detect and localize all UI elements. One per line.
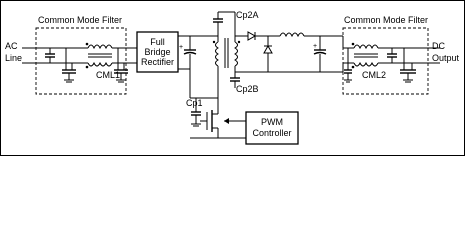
- pwm-label-2: Controller: [252, 128, 291, 138]
- bulk-capacitor-plus: +: [179, 44, 183, 51]
- cp2b-label: Cp2B: [236, 84, 259, 94]
- cp2b-capacitor: Cp2B: [230, 72, 259, 94]
- left-filter-boundary: [35, 27, 127, 95]
- ac-line-label-2: Line: [5, 53, 22, 63]
- cml2-choke: [351, 42, 379, 69]
- rectifier-label-3: Rectifier: [141, 57, 174, 67]
- bulk-capacitor: +: [179, 36, 197, 69]
- dc-output-label-1: DC: [432, 41, 445, 51]
- right-filter-title: Common Mode Filter: [344, 15, 428, 25]
- left-y-capacitors: [62, 48, 128, 83]
- pwm-label-1: PWM: [261, 117, 283, 127]
- left-filter-title: Common Mode Filter: [38, 15, 122, 25]
- cml2-label: CML2: [362, 70, 386, 80]
- cp1-capacitor: Cp1: [186, 98, 203, 127]
- left-common-mode-filter: Common Mode Filter: [22, 15, 137, 95]
- right-filter-boundary: [342, 27, 429, 95]
- full-bridge-rectifier: Full Bridge Rectifier: [136, 31, 179, 73]
- cp2a-capacitor: Cp2A: [213, 10, 259, 36]
- rectifier-box: [136, 31, 179, 73]
- power-transformer: [212, 36, 241, 98]
- ac-line-label-1: AC: [5, 41, 18, 51]
- cml1-choke: [85, 42, 113, 69]
- secondary-rectifier: +: [235, 31, 343, 73]
- right-common-mode-filter: Common Mode Filter CML2: [342, 15, 440, 95]
- primary-switch: [200, 98, 246, 138]
- cp1-label: Cp1: [186, 98, 203, 108]
- schematic-canvas: Common Mode Filter: [0, 0, 465, 156]
- pwm-controller-box: [245, 111, 299, 145]
- rectifier-label-1: Full: [150, 37, 165, 47]
- rectifier-label-2: Bridge: [144, 47, 170, 57]
- cml1-label: CML1: [96, 70, 120, 80]
- cp2a-label: Cp2A: [236, 10, 259, 20]
- offline-power-supply-schematic: Common Mode Filter: [0, 0, 465, 156]
- output-capacitor-plus: +: [313, 43, 317, 50]
- dc-output-label-2: Output: [432, 53, 460, 63]
- pwm-controller: PWM Controller: [245, 111, 299, 145]
